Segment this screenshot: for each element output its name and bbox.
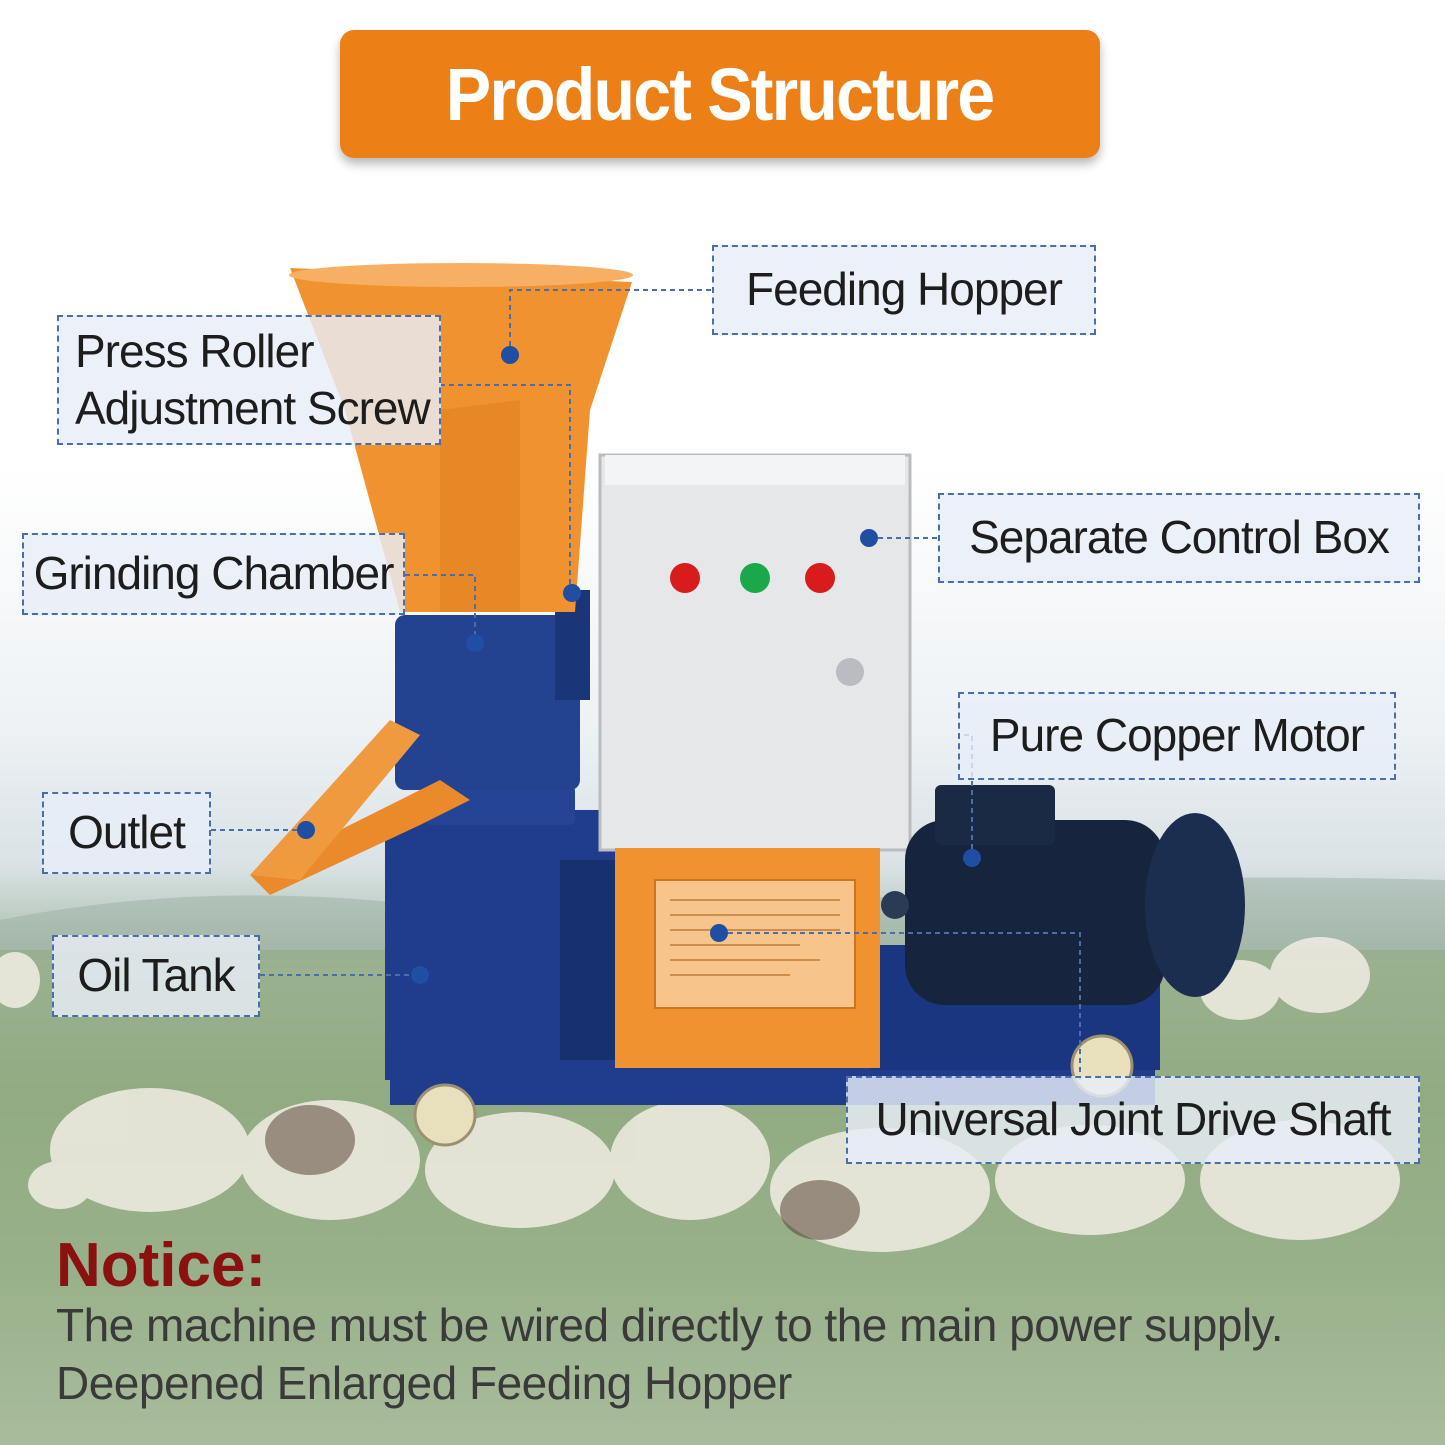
grinding-chamber-body: [395, 615, 580, 790]
label-grinding-chamber: Grinding Chamber: [22, 533, 405, 615]
control-box-marker: [860, 529, 878, 547]
stop-button-indicator: [670, 563, 700, 593]
label-text: Feeding Hopper: [746, 263, 1063, 316]
label-text: Outlet: [68, 806, 186, 859]
grinding-chamber-marker: [466, 634, 484, 652]
motor-marker: [963, 849, 981, 867]
leader-lines: [211, 289, 1081, 1080]
label-oil-tank: Oil Tank: [52, 935, 260, 1017]
start-button-indicator: [740, 563, 770, 593]
drive-shaft-marker: [710, 924, 728, 942]
label-text-line2: Adjustment Screw: [75, 382, 431, 434]
label-universal-joint-drive-shaft: Universal Joint Drive Shaft: [846, 1076, 1420, 1164]
notice-heading: Notice:: [56, 1231, 267, 1300]
label-text: Grinding Chamber: [33, 547, 395, 600]
label-feeding-hopper: Feeding Hopper: [712, 245, 1096, 335]
outlet-marker: [297, 821, 315, 839]
front-wheel: [413, 1083, 477, 1147]
feeding-hopper-marker: [501, 346, 519, 364]
title-banner: Product Structure: [340, 30, 1100, 158]
electric-motor: [905, 820, 1165, 1005]
notice-line-1: The machine must be wired directly to th…: [56, 1299, 1284, 1351]
label-press-roller-adjustment-screw: Press Roller Adjustment Screw: [57, 315, 441, 445]
notice-line-2: Deepened Enlarged Feeding Hopper: [56, 1357, 792, 1409]
press-roller-marker: [563, 584, 581, 602]
label-text: Pure Copper Motor: [989, 709, 1365, 762]
label-separate-control-box: Separate Control Box: [938, 493, 1420, 583]
label-outlet: Outlet: [42, 792, 211, 874]
label-pure-copper-motor: Pure Copper Motor: [958, 692, 1396, 780]
key-lock-icon: [836, 658, 864, 686]
page-title: Product Structure: [446, 52, 995, 136]
label-text: Separate Control Box: [969, 511, 1390, 564]
reverse-button-indicator: [805, 563, 835, 593]
control-box: [598, 453, 912, 852]
label-text-line1: Press Roller: [75, 324, 315, 377]
oil-tank-marker: [411, 966, 429, 984]
label-text: Universal Joint Drive Shaft: [875, 1093, 1392, 1146]
label-text: Oil Tank: [77, 949, 235, 1002]
